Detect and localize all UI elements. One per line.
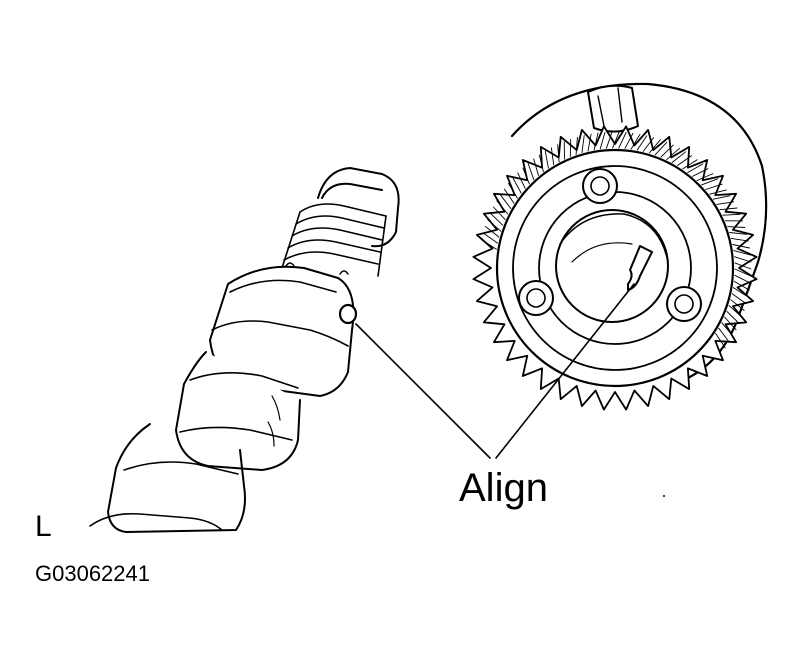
gear-alignment-mark bbox=[627, 245, 653, 291]
gear-hatch-line bbox=[624, 132, 634, 149]
gear-hatch-line bbox=[732, 287, 749, 298]
gear-hatch-line bbox=[492, 206, 506, 221]
gear-hatch-line bbox=[716, 201, 735, 205]
gear-hatch-line bbox=[719, 207, 738, 211]
gear-hatch-line bbox=[490, 212, 504, 226]
gear-hatch-line bbox=[734, 256, 752, 263]
gear-hatch-line bbox=[732, 244, 750, 249]
camshaft bbox=[89, 167, 400, 533]
gear-hatch-line bbox=[705, 183, 723, 190]
figure-code: G03062241 bbox=[35, 561, 150, 586]
camshaft-lobe bbox=[175, 351, 301, 471]
gear-hatch-line bbox=[682, 159, 698, 170]
gear-hatch-line bbox=[712, 195, 731, 200]
gear-hatch-line bbox=[499, 194, 512, 209]
gear-hatch-line bbox=[722, 213, 741, 216]
gear-hatch-line bbox=[733, 250, 751, 256]
gear-bolt-holes bbox=[518, 168, 702, 322]
gear-hatch-line bbox=[654, 141, 668, 156]
gear-hatch-line bbox=[734, 262, 752, 270]
gear-hatch-line bbox=[618, 132, 627, 149]
gear-hatch-line bbox=[648, 139, 661, 154]
leader-to-knock-pin bbox=[355, 323, 491, 459]
gear-hatch-line bbox=[538, 154, 544, 173]
gear-hatch-line bbox=[517, 172, 526, 189]
gear-hatch-line bbox=[485, 226, 500, 238]
gear-hatch-line bbox=[605, 131, 613, 149]
gear-hatch-line bbox=[630, 133, 641, 150]
gear-hatch-line bbox=[575, 136, 578, 155]
gear-hatch-line bbox=[544, 150, 549, 169]
camshaft-pin-hole-2 bbox=[339, 270, 349, 275]
gear-hatch-line bbox=[533, 158, 539, 176]
gear-hatch-line bbox=[483, 232, 499, 244]
gear-hatch-line bbox=[733, 280, 750, 291]
flange-knock-pin bbox=[338, 303, 358, 325]
gear-hatch-line bbox=[636, 135, 648, 151]
gear-hatch-line bbox=[730, 237, 749, 242]
gear-hatch-line bbox=[727, 226, 746, 228]
gear-hatch-line bbox=[487, 219, 502, 232]
gear-hatch-line bbox=[503, 188, 515, 204]
gear-hatch-line bbox=[677, 155, 692, 166]
leader-to-gear-mark bbox=[495, 283, 635, 459]
gear-hatch-line bbox=[731, 293, 747, 305]
gear-back-shaft bbox=[587, 84, 639, 133]
gear-hatch-line bbox=[557, 144, 560, 163]
gear-hatch-line bbox=[666, 147, 680, 161]
gear-hatch-line bbox=[550, 147, 555, 166]
gear-hatch-line bbox=[724, 316, 737, 331]
gear-hatch-line bbox=[660, 144, 674, 158]
gear-hatch-line bbox=[481, 239, 497, 250]
gear-hatch-line bbox=[671, 151, 687, 163]
gear-hatch-line bbox=[687, 163, 704, 173]
gear-hatch-line bbox=[692, 168, 709, 177]
gear-hatch-line bbox=[721, 322, 734, 337]
gear-hatch-line bbox=[587, 133, 592, 152]
gear-bore bbox=[555, 209, 669, 323]
gear-hatch-line bbox=[729, 232, 748, 235]
gear-hatch-line bbox=[715, 332, 726, 349]
bolt-hole-top bbox=[582, 168, 618, 204]
gear-hatch-line bbox=[642, 137, 655, 152]
bolt-hole-right bbox=[666, 286, 702, 322]
gear-hatch-line bbox=[527, 162, 535, 181]
gear-hatch-line bbox=[709, 189, 727, 195]
camshaft-end-journal bbox=[317, 167, 400, 248]
gear-hatch-line bbox=[508, 182, 518, 199]
gear-hatch-line bbox=[522, 167, 530, 185]
gear-hatch-line bbox=[728, 305, 743, 318]
gear-hatch-line bbox=[730, 299, 745, 311]
gear-hatch-line bbox=[581, 135, 585, 154]
side-marker-label: L bbox=[35, 510, 52, 543]
gear-hatch-line bbox=[701, 178, 719, 186]
camshaft-pin-hole bbox=[285, 262, 295, 267]
gear-front-face bbox=[495, 148, 735, 388]
align-callout-label: Align bbox=[459, 466, 548, 510]
align-leader-lines bbox=[355, 283, 635, 459]
gear-hatch-line bbox=[726, 310, 740, 324]
gear-hatch-line bbox=[599, 131, 606, 150]
gear-teeth-hatching bbox=[481, 131, 752, 349]
gear-front-ring bbox=[512, 165, 718, 371]
gear-hatch-line bbox=[612, 131, 620, 149]
gear-hatch-line bbox=[734, 268, 752, 277]
camshaft-grooves bbox=[281, 203, 387, 277]
gear-hatch-line bbox=[696, 173, 714, 181]
bolt-hole-left bbox=[518, 280, 554, 316]
gear-hatch-line bbox=[718, 327, 730, 343]
gear-hatch-line bbox=[734, 274, 751, 284]
gear-hatch-line bbox=[512, 177, 522, 194]
timing-gear bbox=[472, 82, 768, 411]
camshaft-lobe-2 bbox=[107, 423, 246, 533]
gear-hatch-line bbox=[496, 200, 509, 215]
gear-hatch-line bbox=[593, 132, 599, 151]
